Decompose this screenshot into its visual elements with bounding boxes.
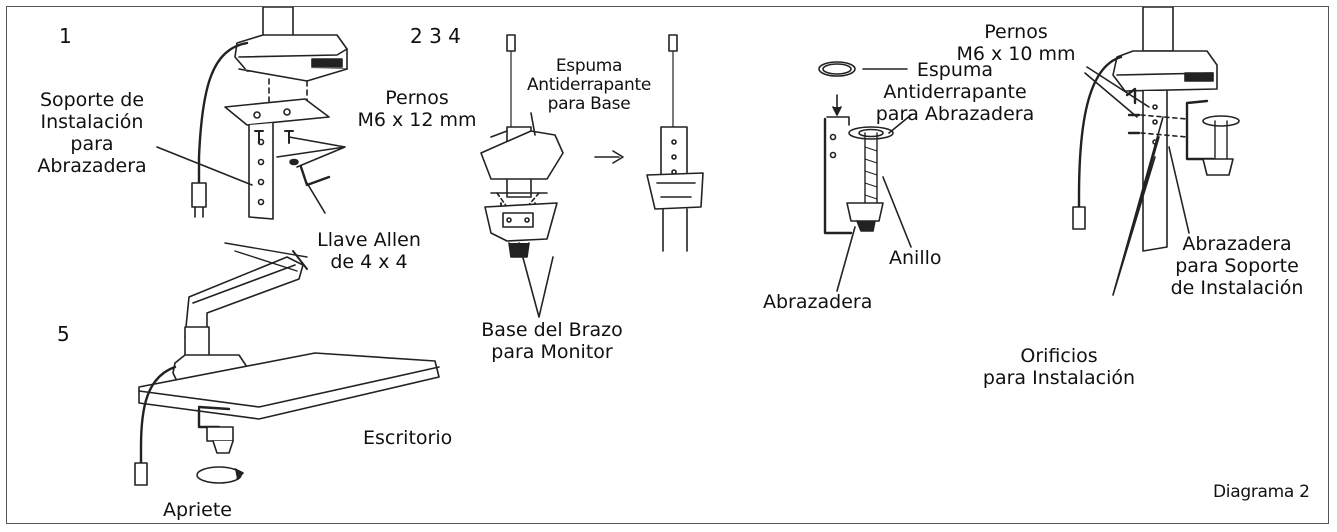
- label-escritorio: Escritorio: [363, 427, 453, 449]
- label-abrazadera: Abrazadera: [763, 291, 873, 313]
- step-5-number: 5: [57, 322, 70, 346]
- step1-assembly: [156, 7, 348, 220]
- label-orificios-instalacion: Orificios para Instalación: [982, 345, 1136, 389]
- label-anillo: Anillo: [889, 247, 942, 269]
- diagram-frame: 1 2 3 4 5 Soporte de Instalación para Ab…: [6, 6, 1329, 524]
- step-2-3-4-number: 2 3 4: [410, 24, 461, 48]
- label-soporte-instalacion: Soporte de Instalación para Abrazadera: [37, 89, 147, 177]
- label-abrazadera-soporte: Abrazadera para Soporte de Instalación: [1170, 233, 1304, 299]
- label-llave-allen: Llave Allen de 4 x 4: [317, 229, 421, 273]
- diagram-number: Diagrama 2: [1213, 482, 1310, 502]
- label-apriete: Apriete: [163, 499, 232, 521]
- clamp-assembly: [818, 61, 912, 292]
- label-pernos-m6-12: Pernos M6 x 12 mm: [357, 87, 477, 131]
- installation-illustration: [134, 7, 1240, 486]
- label-pernos-m6-10: Pernos M6 x 10 mm: [956, 21, 1076, 65]
- step-1-number: 1: [59, 24, 72, 48]
- step5-assembly: [134, 242, 440, 486]
- step234-assembly: [480, 34, 704, 318]
- label-espuma-base: Espuma Antiderrapante para Base: [526, 56, 652, 114]
- label-base-brazo-monitor: Base del Brazo para Monitor: [481, 319, 623, 363]
- label-espuma-abrazadera: Espuma Antiderrapante para Abrazadera: [875, 59, 1035, 125]
- bracket-side-assembly: [1072, 7, 1240, 296]
